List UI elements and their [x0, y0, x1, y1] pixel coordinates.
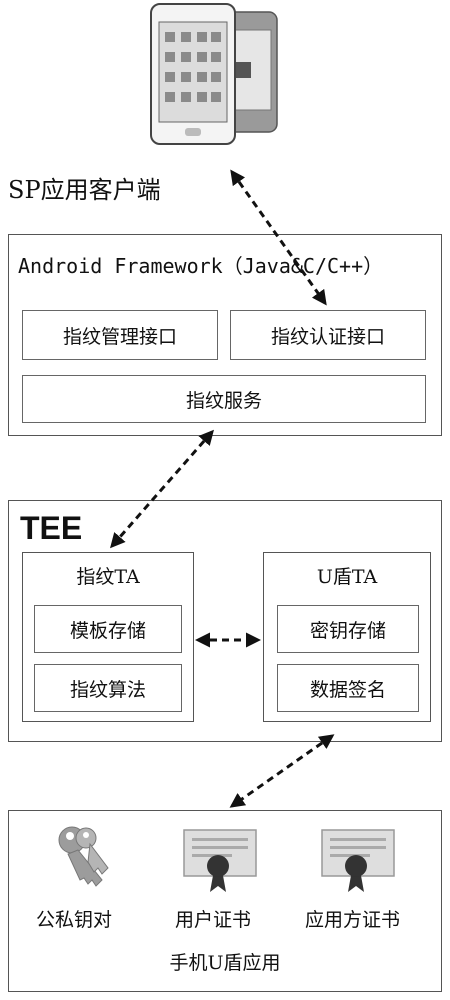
- app-title: 手机U盾应用: [169, 952, 281, 974]
- smartphones-image: [150, 3, 278, 145]
- key-storage: 密钥存储: [277, 605, 419, 653]
- fingerprint-management-api: 指纹管理接口: [22, 310, 218, 360]
- fingerprint-algorithm: 指纹算法: [34, 664, 182, 712]
- tee-title: TEE: [20, 510, 83, 546]
- arrow-client-to-auth-api: [230, 169, 327, 306]
- key-pair-label: 公私钥对: [36, 909, 113, 931]
- certificate-icon: [183, 829, 257, 892]
- key-icon: [58, 826, 109, 887]
- fingerprint-ta-title: 指纹TA: [76, 566, 140, 588]
- data-signing: 数据签名: [277, 664, 419, 712]
- certificate-icon: [321, 829, 395, 892]
- sp-client-label: SP应用客户端: [8, 176, 161, 204]
- fingerprint-auth-api: 指纹认证接口: [230, 310, 426, 360]
- template-storage: 模板存储: [34, 605, 182, 653]
- app-certificate-label: 应用方证书: [305, 909, 401, 931]
- arrow-service-to-fp-ta: [110, 429, 214, 549]
- arrow-ushield-ta-to-app: [229, 734, 335, 808]
- user-certificate-label: 用户证书: [175, 909, 252, 931]
- ushield-ta-title: U盾TA: [316, 566, 378, 588]
- fingerprint-service: 指纹服务: [22, 375, 426, 423]
